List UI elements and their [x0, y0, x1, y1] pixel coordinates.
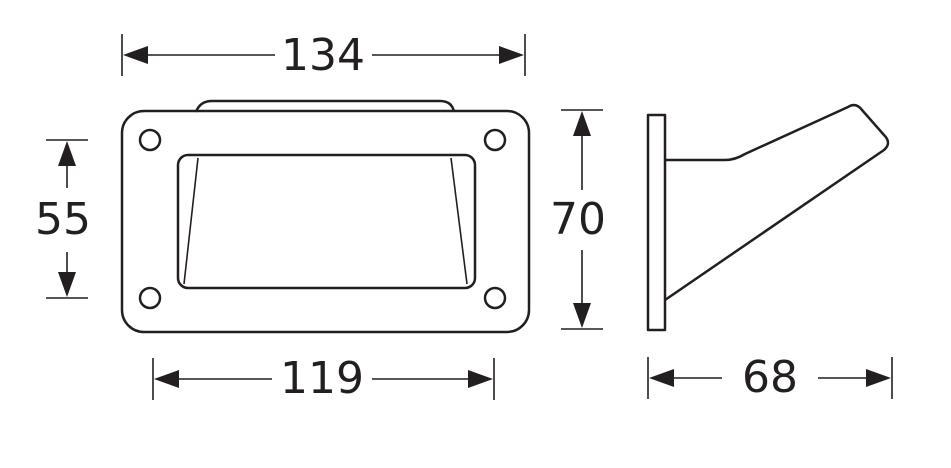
arrow-head	[58, 141, 76, 166]
dimension-label-right-height: 70	[550, 194, 606, 245]
screw-hole-top-right	[483, 128, 507, 152]
screw-hole-bottom-left	[138, 286, 162, 310]
arrow-head	[866, 369, 891, 387]
dimension-left-height: 55	[35, 139, 91, 299]
arrow-head	[649, 369, 674, 387]
dimension-right-height: 70	[550, 109, 606, 330]
dimension-label-top-width: 134	[281, 30, 365, 81]
top-lip	[194, 99, 456, 113]
arrow-head	[573, 303, 591, 328]
dimension-side-depth: 68	[647, 352, 893, 403]
dimension-label-left-height: 55	[35, 194, 91, 245]
dimension-bottom-width: 119	[152, 353, 495, 404]
screw-hole-bottom-right	[483, 286, 507, 310]
screw-hole-top-left	[138, 128, 162, 152]
arrow-head	[123, 46, 148, 64]
dimension-top-width: 134	[121, 30, 526, 81]
side-view	[646, 103, 890, 332]
arrow-head	[468, 370, 493, 388]
recess-left-wall	[183, 157, 199, 285]
arrow-head	[499, 46, 524, 64]
front-view	[120, 99, 531, 334]
side-flange	[646, 113, 667, 332]
arrow-head	[58, 272, 76, 297]
outer-plate	[120, 109, 531, 334]
inner-recess	[176, 153, 477, 290]
arrow-head	[573, 111, 591, 136]
dimension-label-bottom-width: 119	[280, 353, 364, 404]
arrow-head	[154, 370, 179, 388]
side-handle-profile	[664, 103, 890, 302]
dimension-label-side-depth: 68	[742, 352, 798, 403]
recess-right-wall	[450, 157, 468, 285]
